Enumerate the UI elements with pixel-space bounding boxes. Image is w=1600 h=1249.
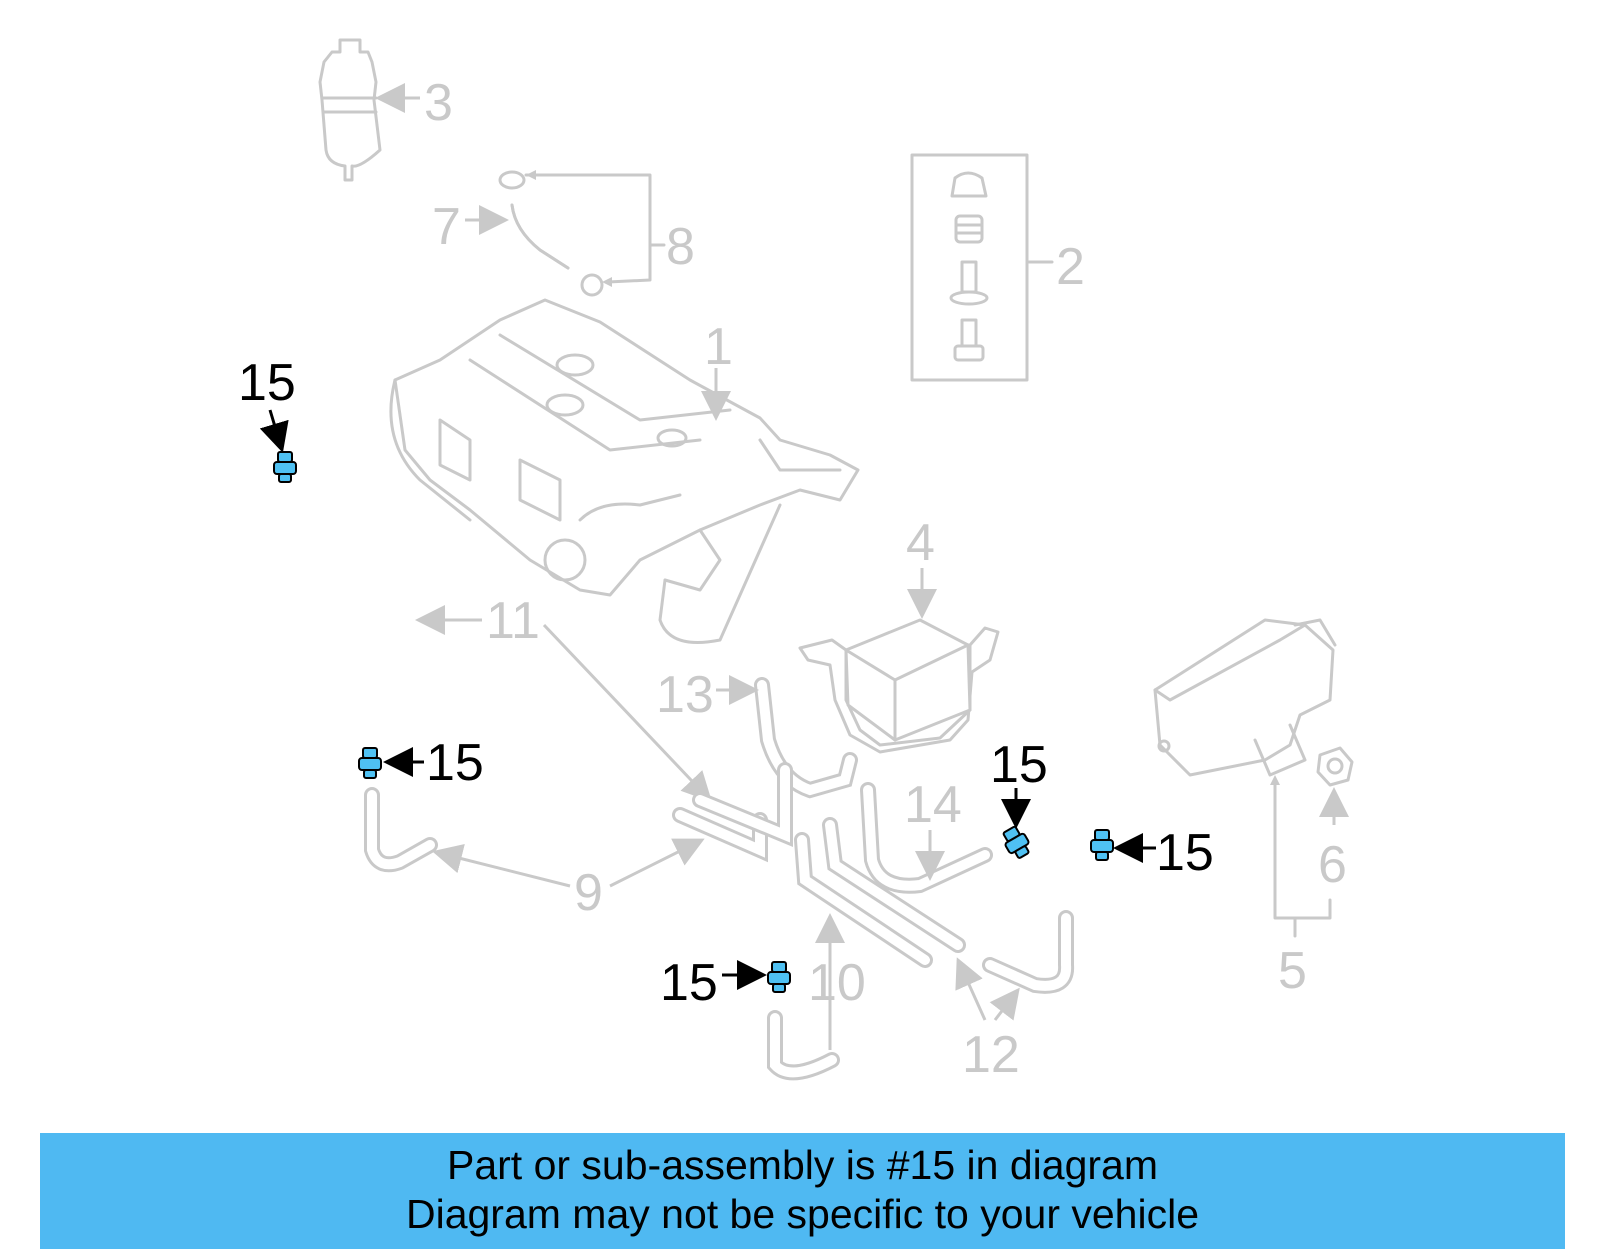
label-15: 15 [1156, 824, 1214, 882]
label-15: 15 [426, 734, 484, 792]
fastener-15-icon [358, 747, 382, 779]
part-15-callout-e[interactable]: 15 [660, 954, 791, 1012]
banner-line-1: Part or sub-assembly is #15 in diagram [447, 1142, 1158, 1188]
fastener-15-icon [1090, 829, 1114, 861]
part-15-callout-b[interactable]: 15 [358, 734, 484, 792]
part-14-hose: 14 [860, 776, 993, 894]
label-8: 8 [666, 218, 695, 276]
part-12-hoses: 12 [822, 817, 1075, 1084]
part-1-main-assembly: 1 [389, 298, 860, 644]
label-11: 11 [486, 592, 540, 650]
part-2-mounting-kit: 2 [910, 153, 1085, 382]
part-10-hoses: 10 [767, 832, 933, 1081]
label-2: 2 [1056, 238, 1085, 296]
label-14: 14 [904, 776, 962, 834]
part-5-tank: 5 [1153, 618, 1337, 1000]
label-12: 12 [962, 1026, 1020, 1084]
part-6-nut: 6 [1316, 746, 1354, 894]
info-banner: Part or sub-assembly is #15 in diagram D… [40, 1133, 1565, 1249]
part-3-canister: 3 [318, 38, 453, 182]
label-3: 3 [424, 74, 453, 132]
part-11-hose: 11 [363, 523, 713, 803]
part-15-callout-d[interactable]: 15 [1090, 824, 1214, 882]
banner-line-2: Diagram may not be specific to your vehi… [405, 1191, 1199, 1237]
part-13-hose: 13 [656, 666, 858, 799]
label-7: 7 [432, 198, 461, 256]
label-13: 13 [656, 666, 714, 724]
fastener-15-icon [273, 451, 297, 483]
fastener-15-icon [1002, 825, 1030, 859]
label-9: 9 [574, 864, 603, 922]
part-4-module: 4 [798, 514, 1000, 754]
label-5: 5 [1278, 942, 1307, 1000]
label-15: 15 [990, 736, 1048, 794]
part-15-callout-a[interactable]: 15 [238, 354, 297, 483]
label-10: 10 [808, 954, 866, 1012]
label-1: 1 [704, 318, 733, 376]
label-4: 4 [906, 514, 935, 572]
parts-diagram: 3 7 8 2 [238, 38, 1354, 1084]
label-15: 15 [660, 954, 718, 1012]
label-15: 15 [238, 354, 296, 412]
label-6: 6 [1318, 836, 1347, 894]
part-7-8-hose-clamps: 7 8 [432, 170, 695, 297]
fastener-15-icon [767, 961, 791, 993]
part-15-callout-c[interactable]: 15 [990, 736, 1048, 861]
part-9-hoses: 9 [364, 762, 793, 922]
